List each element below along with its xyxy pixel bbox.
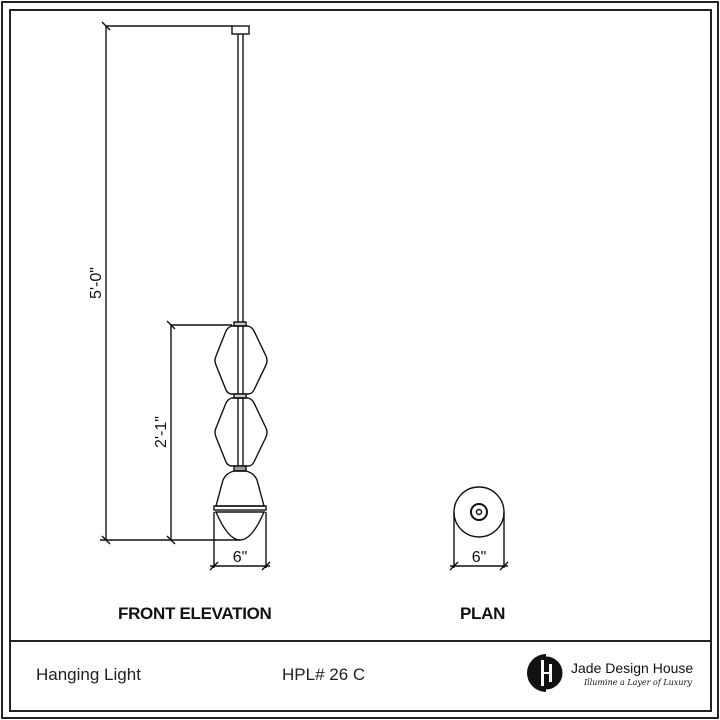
jade-logo-icon xyxy=(527,653,566,693)
overall-height-dimension xyxy=(100,21,240,545)
product-code: HPL# 26 C xyxy=(282,665,366,684)
plan-title: PLAN xyxy=(460,604,506,623)
brand-tagline: Illumine a Layer of Luxury xyxy=(584,678,692,687)
fixture-height-label: 2'-1" xyxy=(153,416,170,448)
front-elevation-title: FRONT ELEVATION xyxy=(118,604,272,623)
glass-shade-1 xyxy=(214,325,268,395)
glass-shade-2 xyxy=(214,397,268,467)
front-width-dimension xyxy=(209,512,271,571)
bottom-cone-shade xyxy=(215,470,265,507)
product-name: Hanging Light xyxy=(36,665,141,684)
plan-width-label: 6" xyxy=(472,549,487,566)
title-block-divider xyxy=(9,640,711,642)
inner-frame xyxy=(9,9,712,712)
fixture-height-dimension xyxy=(166,320,232,545)
plan-view xyxy=(449,486,509,571)
ceiling-canopy xyxy=(231,25,250,35)
overall-height-label: 5'-0" xyxy=(88,267,105,299)
front-width-label: 6" xyxy=(233,549,248,566)
brand-name: Jade Design House xyxy=(571,660,694,676)
